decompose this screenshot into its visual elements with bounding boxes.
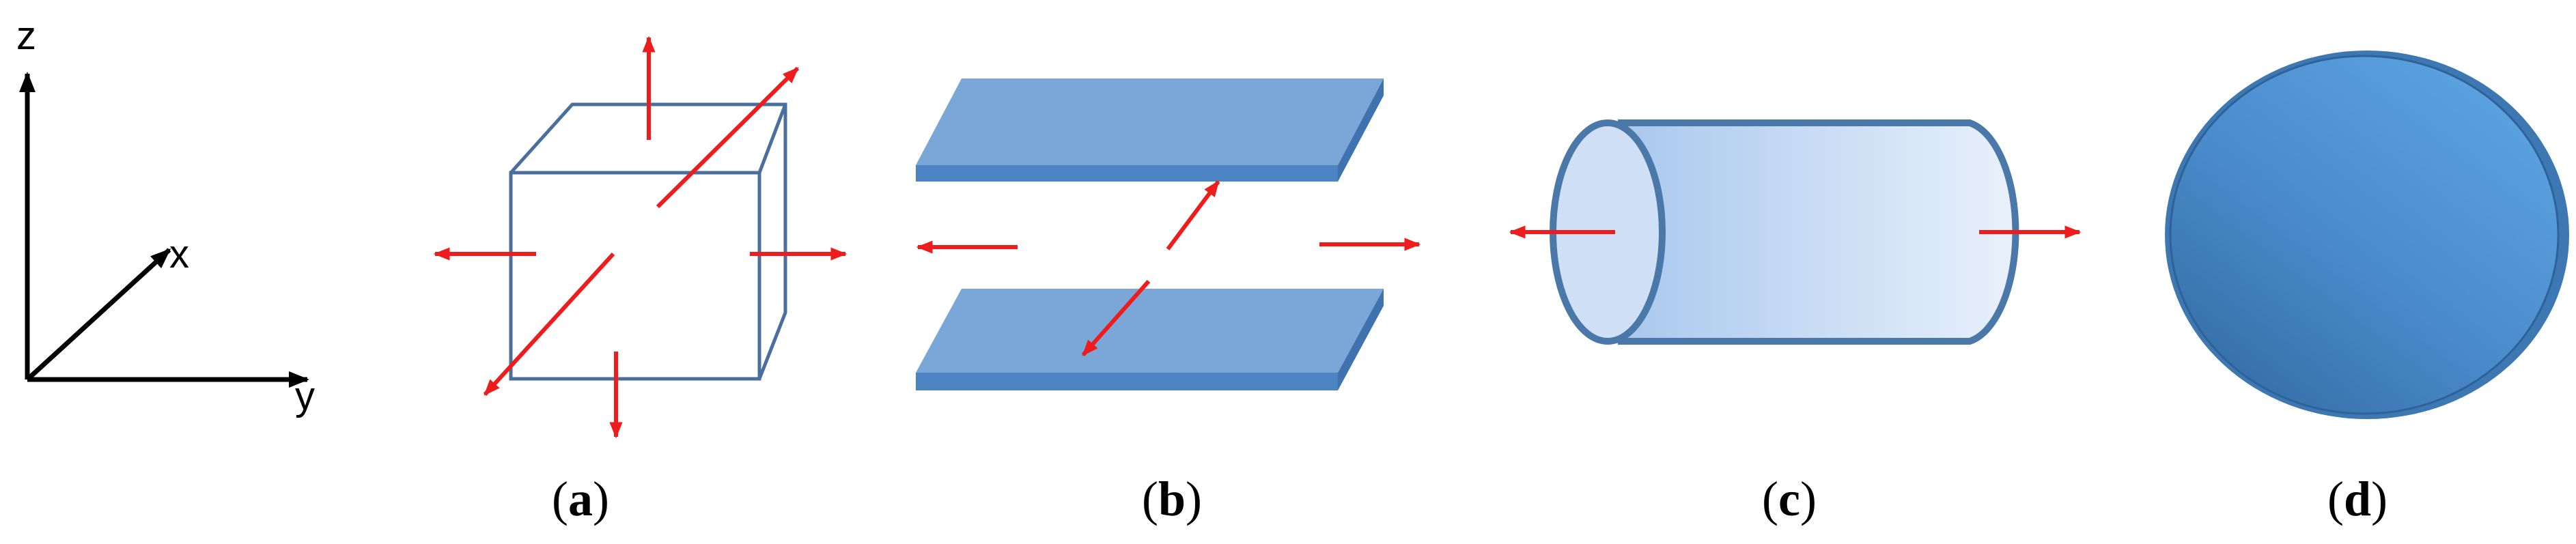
arrow-back: [1166, 180, 1220, 250]
arrow-back: [656, 66, 800, 209]
slab-arrows: [916, 180, 1421, 356]
x-axis: [25, 248, 171, 382]
panel-c-cylinder: [1509, 119, 2082, 345]
panel-label-a: (a): [552, 472, 609, 526]
cube-wireframe: [509, 102, 787, 381]
y-axis-label: y: [295, 374, 315, 418]
cube-arrows: [433, 35, 848, 439]
panel-d-disk: [2165, 51, 2569, 419]
panel-a-cube: [433, 35, 848, 439]
top-slab: [916, 78, 1384, 182]
z-axis-label: z: [16, 14, 36, 58]
panel-label-d: (d): [2327, 472, 2388, 526]
panel-labels: (a) (b) (c) (d): [552, 472, 2388, 526]
x-axis-label: x: [169, 232, 189, 276]
panel-label-c: (c): [1762, 472, 1817, 526]
cylinder-body: [1618, 119, 2019, 345]
panel-label-b: (b): [1142, 472, 1202, 526]
arrow-front: [483, 252, 615, 397]
bottom-slab: [916, 289, 1384, 390]
arrow-front: [1081, 280, 1151, 356]
coordinate-axes: z x y: [16, 14, 315, 418]
disk-face: [2169, 55, 2560, 415]
panel-b-slabs: [916, 78, 1421, 390]
